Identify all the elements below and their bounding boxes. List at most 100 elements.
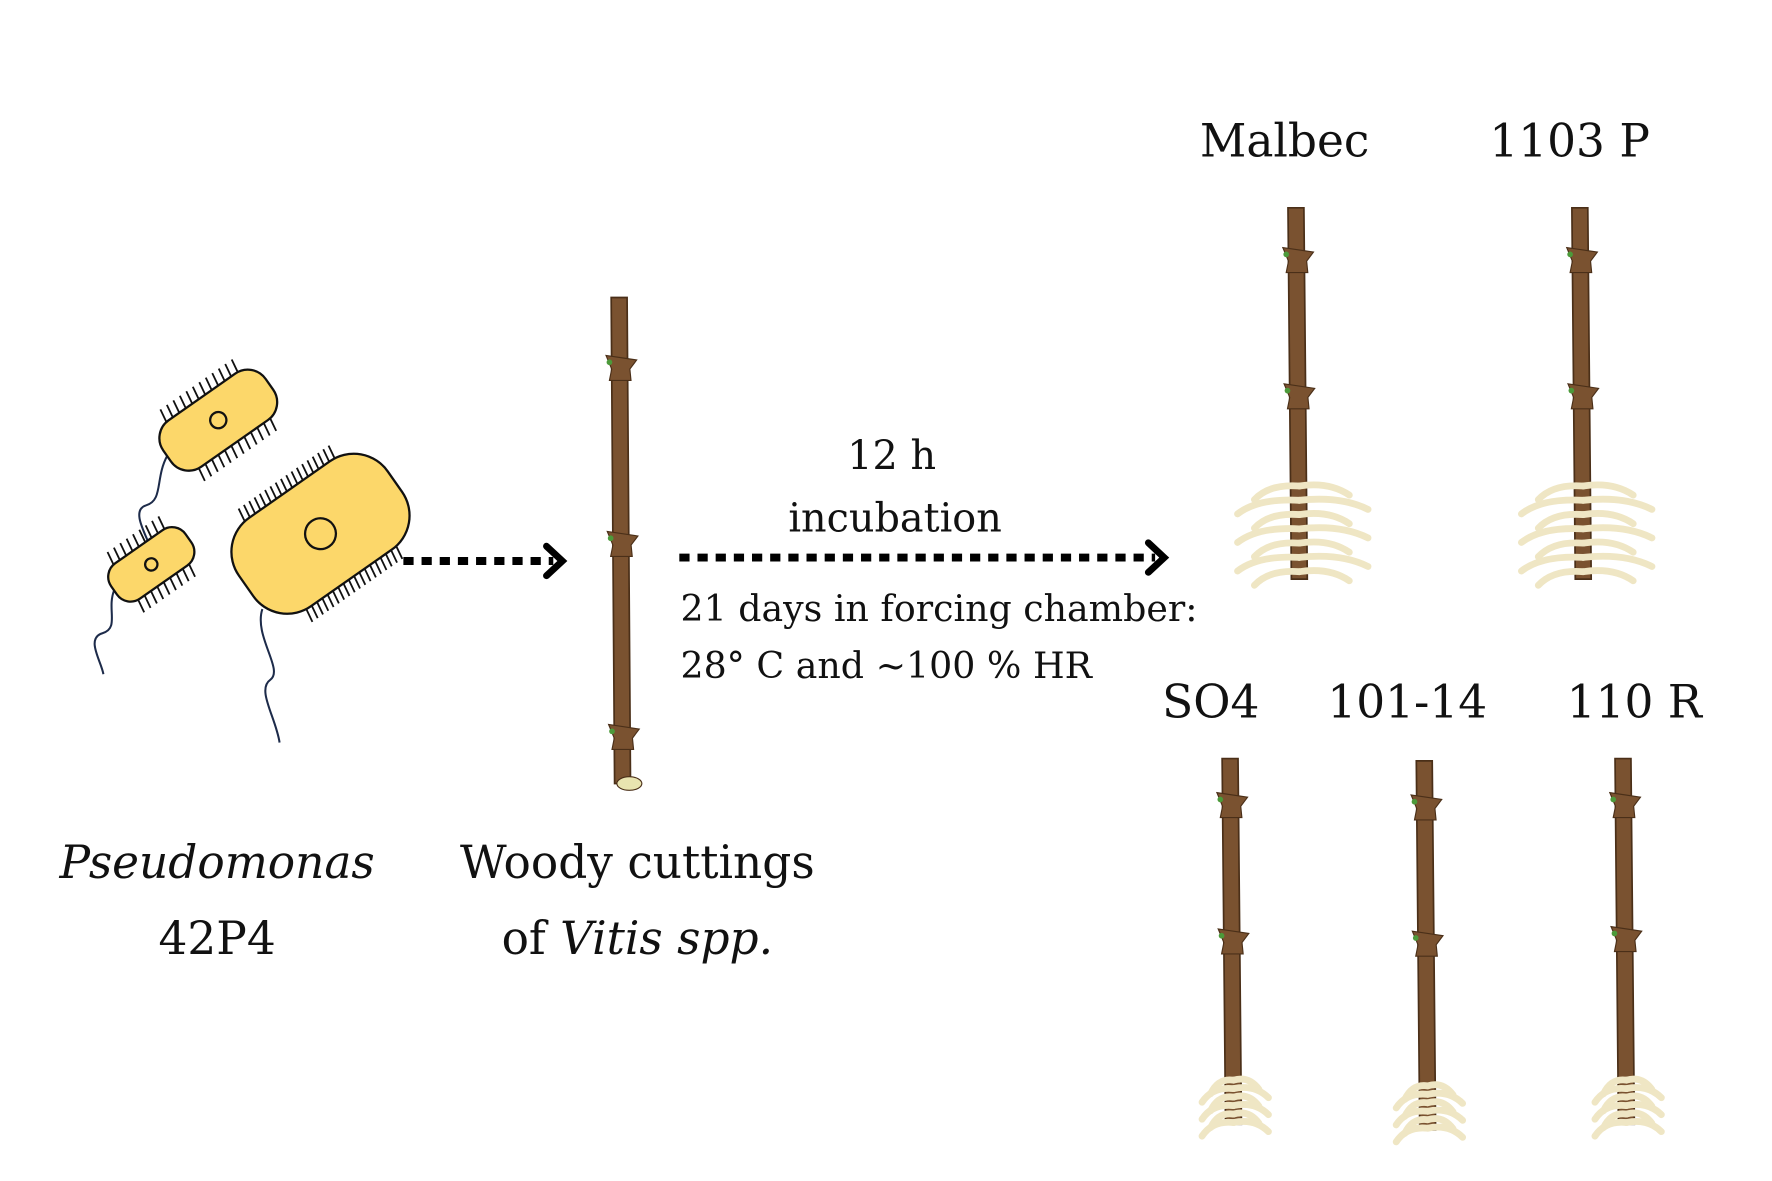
pilus — [113, 547, 121, 561]
stem-node — [1565, 246, 1599, 274]
woody-cutting — [605, 296, 643, 791]
variety-label-101-14: 101-14 — [1327, 676, 1487, 729]
pilus — [144, 524, 153, 539]
stem-node — [607, 723, 641, 751]
stem-node — [606, 530, 639, 558]
pilus — [224, 449, 232, 464]
stem-1103p — [1518, 206, 1656, 589]
pilus — [175, 572, 184, 587]
variety-label-so4: SO4 — [1162, 676, 1259, 729]
stem-so4 — [1198, 757, 1272, 1140]
root — [1250, 567, 1303, 589]
pilus — [347, 579, 356, 593]
pilus — [217, 368, 226, 382]
root — [1250, 539, 1303, 561]
cell-body — [107, 526, 196, 603]
arrows — [403, 539, 1170, 580]
root — [1392, 1107, 1432, 1129]
pilus — [353, 575, 361, 589]
bud — [1610, 796, 1617, 803]
pilus — [132, 533, 140, 548]
cuttings-species: Vitis spp. — [560, 912, 773, 965]
root — [1392, 1090, 1432, 1112]
pilus — [269, 418, 277, 432]
flagellum — [259, 608, 281, 743]
root — [1295, 552, 1372, 570]
stem-node — [1610, 925, 1643, 953]
bud — [1217, 796, 1224, 803]
root — [1424, 1123, 1467, 1141]
root — [1234, 496, 1303, 518]
root — [1518, 553, 1587, 575]
pilus — [191, 386, 200, 400]
pilus — [280, 478, 288, 492]
pilus — [143, 595, 152, 609]
bud — [1283, 251, 1290, 258]
pilus — [211, 372, 220, 386]
pilus — [204, 377, 213, 391]
root — [1579, 552, 1656, 570]
pilus — [162, 581, 171, 595]
stem-malbec — [1234, 206, 1372, 589]
pilus — [248, 500, 256, 515]
stem-node — [1608, 791, 1642, 819]
bud — [1218, 932, 1225, 939]
bud — [606, 359, 613, 366]
nucleoid — [143, 557, 159, 572]
nucleoid — [209, 410, 228, 430]
pilus — [204, 463, 213, 477]
pilus — [311, 456, 320, 470]
root — [1591, 1084, 1630, 1106]
pilus — [236, 440, 245, 455]
root — [1622, 1118, 1665, 1136]
stem-node — [1217, 928, 1250, 955]
root — [1250, 510, 1303, 532]
pilus — [374, 560, 382, 575]
stem-node — [1410, 794, 1443, 821]
bud — [1567, 251, 1573, 258]
pilus — [305, 608, 314, 623]
root — [1198, 1084, 1237, 1106]
arrow-head — [543, 542, 568, 580]
bacterium — [93, 516, 196, 675]
pilus — [119, 542, 128, 557]
root — [1295, 567, 1353, 585]
dotted-arrow — [403, 542, 568, 580]
pilus — [327, 445, 336, 459]
pilus — [179, 395, 187, 409]
pilus — [169, 577, 177, 591]
nucleoid — [303, 517, 338, 551]
stem-node — [1281, 246, 1315, 274]
root — [1295, 481, 1353, 499]
incubation-time: 12 h — [847, 433, 936, 479]
stem-node — [1215, 791, 1249, 819]
incubation-label: incubation — [788, 495, 1001, 541]
pilus — [159, 409, 168, 423]
root — [1234, 553, 1303, 575]
pilus — [395, 546, 404, 560]
bud — [1411, 798, 1418, 805]
pilus — [363, 568, 372, 582]
root — [1392, 1124, 1432, 1146]
cell-body — [158, 368, 279, 472]
root — [1295, 538, 1353, 556]
cuttings-label-line1: Woody cuttings — [460, 836, 815, 889]
pilus — [125, 538, 134, 552]
bacterium — [138, 359, 279, 556]
root — [1579, 495, 1656, 513]
stem-node — [605, 354, 638, 381]
pilus — [358, 571, 367, 586]
variety-label-110r: 110 R — [1567, 676, 1704, 729]
bud — [1412, 935, 1419, 941]
pilus — [157, 516, 166, 530]
root — [1250, 482, 1303, 504]
pilus — [285, 474, 294, 489]
pilus — [310, 605, 319, 619]
cell-body — [230, 452, 411, 615]
stem-node — [1411, 930, 1445, 957]
cut-end — [616, 776, 643, 791]
root — [1534, 539, 1587, 561]
forcing-chamber-label: 21 days in forcing chamber: — [680, 587, 1197, 630]
variety-label-malbec: Malbec — [1200, 115, 1369, 168]
